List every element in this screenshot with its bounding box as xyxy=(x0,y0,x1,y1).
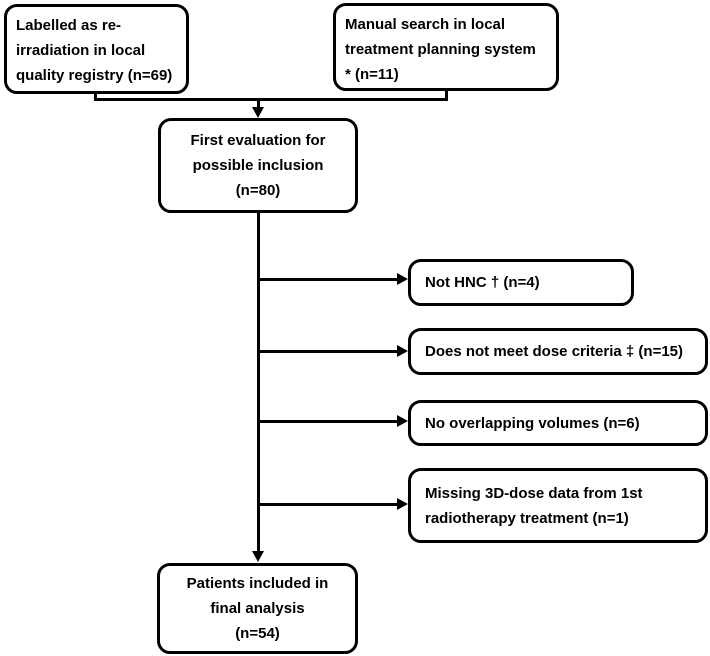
connector-branch-missing-dose xyxy=(258,503,398,506)
box-manual-search-source: Manual search in local treatment plannin… xyxy=(333,3,559,91)
box-dose-criteria-label: Does not meet dose criteria ‡ (n=15) xyxy=(425,343,684,360)
connector-manual-search-stub xyxy=(445,89,448,100)
box-no-overlap-label: No overlapping volumes (n=6) xyxy=(425,414,640,432)
box-dose-criteria: Does not meet dose criteria ‡ (n=15) xyxy=(408,328,708,375)
box-final-analysis-label: Patients included in final analysis (n=5… xyxy=(186,575,329,642)
arrowhead-no-overlap xyxy=(397,415,408,427)
box-first-evaluation: First evaluation for possible inclusion … xyxy=(158,118,358,213)
box-missing-dose-label: Missing 3D-dose data from 1st radiothera… xyxy=(425,484,643,527)
box-not-hnc-label: Not HNC † (n=4) xyxy=(425,274,540,291)
arrowhead-to-first-evaluation xyxy=(252,107,264,118)
box-missing-dose: Missing 3D-dose data from 1st radiothera… xyxy=(408,468,708,543)
connector-branch-no-overlap xyxy=(258,420,398,423)
box-first-evaluation-label: First evaluation for possible inclusion … xyxy=(190,132,326,199)
box-no-overlap: No overlapping volumes (n=6) xyxy=(408,400,708,446)
box-not-hnc: Not HNC † (n=4) xyxy=(408,259,634,306)
box-final-analysis: Patients included in final analysis (n=5… xyxy=(157,563,358,654)
arrowhead-not-hnc xyxy=(397,273,408,285)
arrowhead-dose-criteria xyxy=(397,345,408,357)
box-manual-search-source-label: Manual search in local treatment plannin… xyxy=(345,16,536,83)
connector-branch-dose-criteria xyxy=(258,350,398,353)
arrowhead-missing-dose xyxy=(397,498,408,510)
arrowhead-to-final-analysis xyxy=(252,551,264,562)
connector-spine xyxy=(257,211,260,552)
connector-merge-line xyxy=(94,98,448,101)
box-registry-source: Labelled as re- irradiation in local qua… xyxy=(4,4,189,94)
connector-registry-stub xyxy=(94,92,97,100)
box-registry-source-label: Labelled as re- irradiation in local qua… xyxy=(16,17,173,84)
connector-branch-not-hnc xyxy=(258,278,398,281)
connector-merge-drop xyxy=(257,100,260,108)
